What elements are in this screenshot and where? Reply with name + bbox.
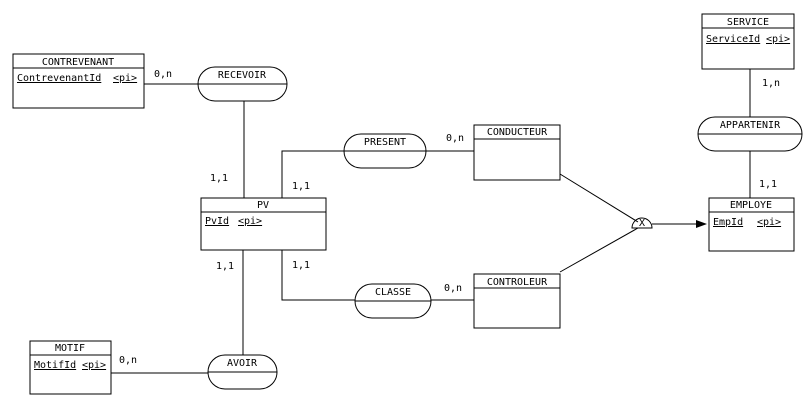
association-appartenir-label: APPARTENIR [720,120,781,131]
entity-service[interactable]: SERVICE ServiceId <pi> [701,13,795,70]
entity-service-pi: <pi> [766,34,790,45]
arrow-head [696,220,707,228]
entity-motif-attr: MotifId [34,360,76,371]
entity-motif-pi: <pi> [82,360,106,371]
association-appartenir[interactable]: APPARTENIR [697,116,803,152]
entity-controleur[interactable]: CONTROLEUR [473,273,561,329]
entity-employe[interactable]: EMPLOYE EmpId <pi> [708,197,795,252]
entity-pv[interactable]: PV PvId <pi> [200,197,327,251]
entity-pv-title: PV [257,200,269,211]
line-pv-classe [281,250,355,301]
entity-service-attr: ServiceId [706,34,760,45]
entity-contrevenant-attr: ContrevenantId [17,73,101,84]
line-conducteur-inheritance [559,173,639,223]
cardinality-employe-appartenir: 1,1 [759,179,777,190]
line-controleur-inheritance [559,227,639,273]
connector-lines [111,69,751,374]
association-avoir-label: AVOIR [227,358,258,369]
entity-motif[interactable]: MOTIF MotifId <pi> [29,340,112,395]
association-classe[interactable]: CLASSE [354,283,432,319]
entity-employe-attr: EmpId [713,217,743,228]
cardinality-pv-classe: 1,1 [292,260,310,271]
entity-motif-title: MOTIF [55,343,85,354]
entity-conducteur-title: CONDUCTEUR [487,127,548,138]
entity-pv-attr: PvId [205,216,229,227]
cardinality-pv-recevoir: 1,1 [210,173,228,184]
cardinality-classe-controleur: 0,n [444,283,462,294]
cardinality-motif-avoir: 0,n [119,355,137,366]
entity-contrevenant-pi: <pi> [113,73,137,84]
cardinality-service-appartenir: 1,n [762,78,780,89]
entity-pv-pi: <pi> [238,216,262,227]
entity-contrevenant[interactable]: CONTREVENANT ContrevenantId <pi> [12,53,145,109]
entity-employe-pi: <pi> [757,217,781,228]
entity-conducteur[interactable]: CONDUCTEUR [473,124,561,181]
association-recevoir-label: RECEVOIR [218,70,267,81]
association-present[interactable]: PRESENT [343,133,427,169]
inheritance-label: X [639,218,645,229]
inheritance-symbol: X [631,217,653,229]
association-present-label: PRESENT [364,137,406,148]
cardinality-pv-present: 1,1 [292,181,310,192]
cardinality-contrevenant-recevoir: 0,n [154,69,172,80]
entity-contrevenant-title: CONTREVENANT [42,57,114,68]
cardinality-present-conducteur: 0,n [446,133,464,144]
entity-controleur-title: CONTROLEUR [487,277,548,288]
association-recevoir[interactable]: RECEVOIR [197,66,288,102]
line-pv-present [281,150,344,198]
cardinality-pv-avoir: 1,1 [216,261,234,272]
entity-employe-title: EMPLOYE [730,200,772,211]
association-classe-label: CLASSE [375,287,411,298]
cardinality-labels: 0,n 1,1 1,1 0,n 1,1 0,n 1,1 0,n 1,n 1,1 [119,69,780,366]
entity-service-title: SERVICE [727,17,769,28]
association-avoir[interactable]: AVOIR [207,354,278,390]
